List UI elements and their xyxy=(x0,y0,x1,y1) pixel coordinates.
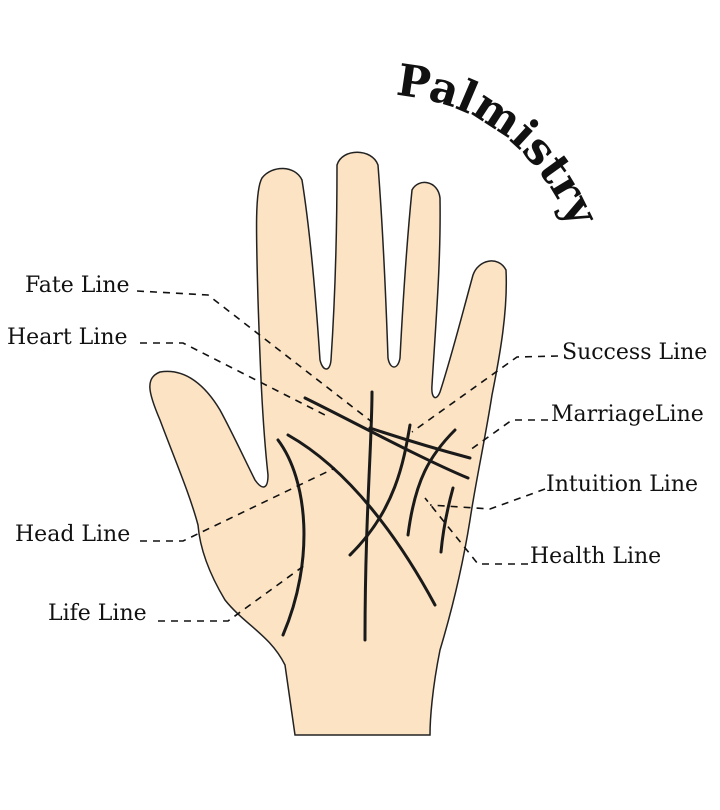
hand-outline xyxy=(149,151,508,736)
head-line-crease xyxy=(286,433,437,607)
health-line-leader xyxy=(424,497,528,565)
marriage-line-leader xyxy=(469,419,548,451)
heart-line-leader xyxy=(140,342,326,416)
life-line-leader xyxy=(158,564,306,622)
crease-upper-right xyxy=(368,426,472,460)
head-line-leader xyxy=(140,467,336,542)
label-marriage-line: MarriageLine xyxy=(551,402,704,427)
leader-lines xyxy=(136,290,559,622)
success-line-crease xyxy=(348,423,412,557)
success-line-leader xyxy=(411,355,559,433)
label-health-line: Health Line xyxy=(530,544,661,569)
label-life-line: Life Line xyxy=(48,601,147,626)
palm-creases xyxy=(276,390,472,642)
life-line-crease xyxy=(276,438,306,637)
heart-line-crease xyxy=(303,396,470,480)
label-success-line: Success Line xyxy=(562,340,707,365)
label-intuition-line: Intuition Line xyxy=(546,472,698,497)
label-heart-line: Heart Line xyxy=(7,325,128,350)
intuition-line-crease xyxy=(406,428,457,537)
label-fate-line: Fate Line xyxy=(25,273,130,298)
fate-line-leader xyxy=(136,290,373,423)
intuition-line-leader xyxy=(429,488,546,510)
label-head-line: Head Line xyxy=(15,522,130,547)
health-line-crease xyxy=(439,486,455,554)
fate-line-crease xyxy=(363,390,374,642)
